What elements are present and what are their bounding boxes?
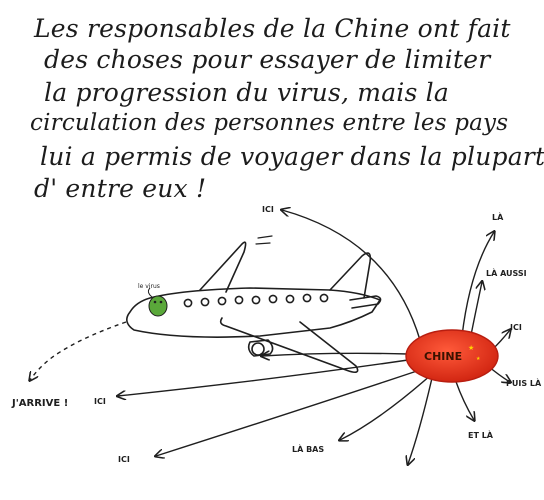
china-label: CHINE <box>424 350 462 363</box>
label-ici-right: ICI <box>510 323 522 332</box>
arrow-ici-left-bottom <box>156 369 421 456</box>
china-blob: CHINE ★ ★ <box>405 329 499 383</box>
arrive-label: J'ARRIVE ! <box>11 398 68 409</box>
flight-trail <box>30 321 127 380</box>
story-line-3: la progression du virus, mais la <box>44 78 449 107</box>
airplane-windows <box>183 293 329 308</box>
arrow-mid-left <box>262 353 409 356</box>
pilot-label: le virus <box>138 283 160 290</box>
label-la-aussi: LÀ AUSSI <box>486 267 527 278</box>
label-ici-bottom-left: ICI <box>118 455 130 464</box>
travel-arrows <box>118 210 510 464</box>
story-line-2: des choses pour essayer de limiter <box>44 45 491 74</box>
label-la-bas: LÀ BAS <box>292 443 324 454</box>
arrow-la-top-right <box>461 232 494 337</box>
label-ici-top: ICI <box>262 205 274 214</box>
arrow-ici-bottom <box>408 377 433 464</box>
arrow-ici-top <box>282 210 421 341</box>
story-line-4: circulation des personnes entre les pays <box>30 110 509 136</box>
arrow-et-la <box>453 375 474 420</box>
airplane-tail-fin <box>329 252 372 299</box>
story-line-1: Les responsables de la Chine ont fait <box>34 14 511 43</box>
svg-text:★: ★ <box>468 344 474 352</box>
label-et-la: ET LÀ <box>468 429 494 440</box>
airplane-tail-stabilizer <box>349 295 382 309</box>
arrow-la-aussi <box>469 282 482 341</box>
label-la-top-right: LÀ <box>492 211 504 222</box>
story-line-6: d' entre eux ! <box>34 174 207 203</box>
story-line-5: lui a permis de voyager dans la plupart <box>40 142 544 171</box>
arrow-ici-left <box>118 359 409 396</box>
label-puis-la: PUIS LÀ <box>506 377 542 388</box>
svg-text:★: ★ <box>476 356 481 362</box>
airplane-drawing <box>126 235 382 374</box>
airplane-lower-wing <box>219 317 359 374</box>
label-ici-left: ICI <box>94 397 106 406</box>
arrow-la-bas <box>340 373 433 440</box>
airplane-upper-wing <box>199 241 247 293</box>
virus-pilot-icon: le virus <box>138 283 168 317</box>
